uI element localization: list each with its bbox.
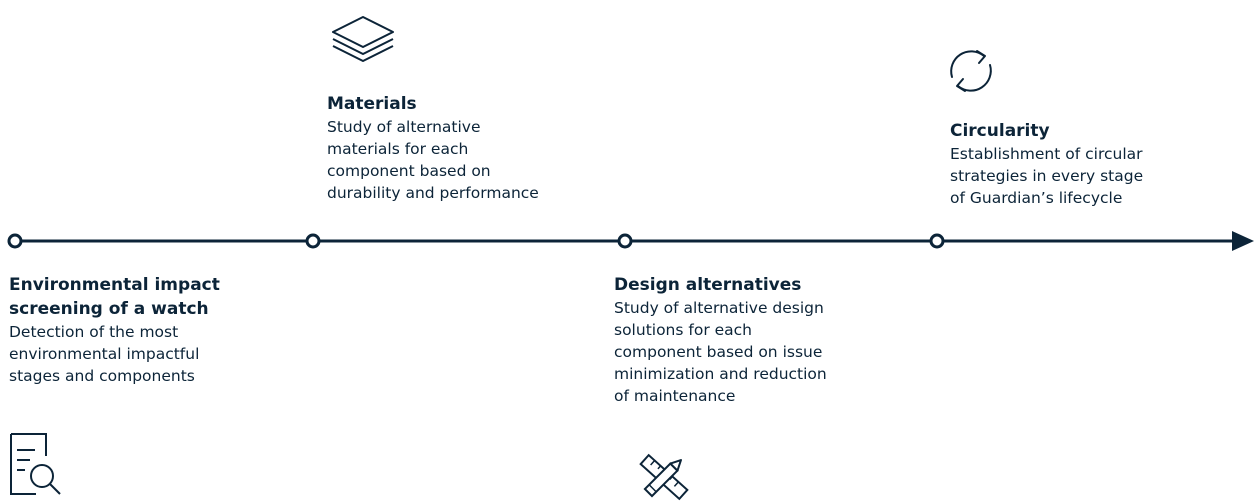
stage-title-line: Design alternatives	[614, 275, 802, 295]
stage-title: Materials	[327, 92, 539, 116]
stage-title-line: Materials	[327, 94, 417, 114]
stage-materials: Materials Study of alternative materials…	[327, 92, 539, 204]
stage-description: Detection of the most environmental impa…	[9, 321, 220, 387]
stage-description-line: minimization and reduction	[614, 365, 827, 383]
stage-description: Study of alternative materials for each …	[327, 116, 539, 204]
document-search-icon	[10, 433, 61, 495]
stage-design-alternatives: Design alternatives Study of alternative…	[614, 273, 827, 407]
stage-description-line: solutions for each	[614, 321, 753, 339]
timeline-node-1	[7, 233, 23, 249]
timeline-node-3	[617, 233, 633, 249]
stage-description-line: of Guardian’s lifecycle	[950, 189, 1123, 207]
stage-circularity: Circularity Establishment of circular st…	[950, 119, 1143, 209]
circular-arrows-icon	[950, 50, 992, 92]
stage-description-line: Study of alternative design	[614, 299, 824, 317]
stage-description-line: materials for each	[327, 140, 469, 158]
timeline-arrowhead	[1232, 231, 1254, 251]
stage-environmental-screening: Environmental impact screening of a watc…	[9, 273, 220, 387]
ruler-pencil-icon	[639, 453, 689, 501]
stage-title-line: Environmental impact	[9, 275, 220, 295]
stage-description: Study of alternative design solutions fo…	[614, 297, 827, 407]
stage-title: Environmental impact screening of a watc…	[9, 273, 220, 321]
stage-description-line: stages and components	[9, 367, 195, 385]
stage-description-line: Establishment of circular	[950, 145, 1143, 163]
timeline-node-4	[929, 233, 945, 249]
timeline-node-2	[305, 233, 321, 249]
stage-description: Establishment of circular strategies in …	[950, 143, 1143, 209]
stage-description-line: environmental impactful	[9, 345, 200, 363]
stage-description-line: durability and performance	[327, 184, 539, 202]
stage-description-line: of maintenance	[614, 387, 736, 405]
stage-description-line: strategies in every stage	[950, 167, 1144, 185]
layers-icon	[332, 16, 394, 62]
stage-title: Circularity	[950, 119, 1143, 143]
stage-description-line: Detection of the most	[9, 323, 179, 341]
stage-description-line: component based on issue	[614, 343, 823, 361]
stage-title-line: Circularity	[950, 121, 1050, 141]
stage-title-line: screening of a watch	[9, 299, 209, 319]
stage-description-line: component based on	[327, 162, 491, 180]
stage-description-line: Study of alternative	[327, 118, 481, 136]
stage-title: Design alternatives	[614, 273, 827, 297]
